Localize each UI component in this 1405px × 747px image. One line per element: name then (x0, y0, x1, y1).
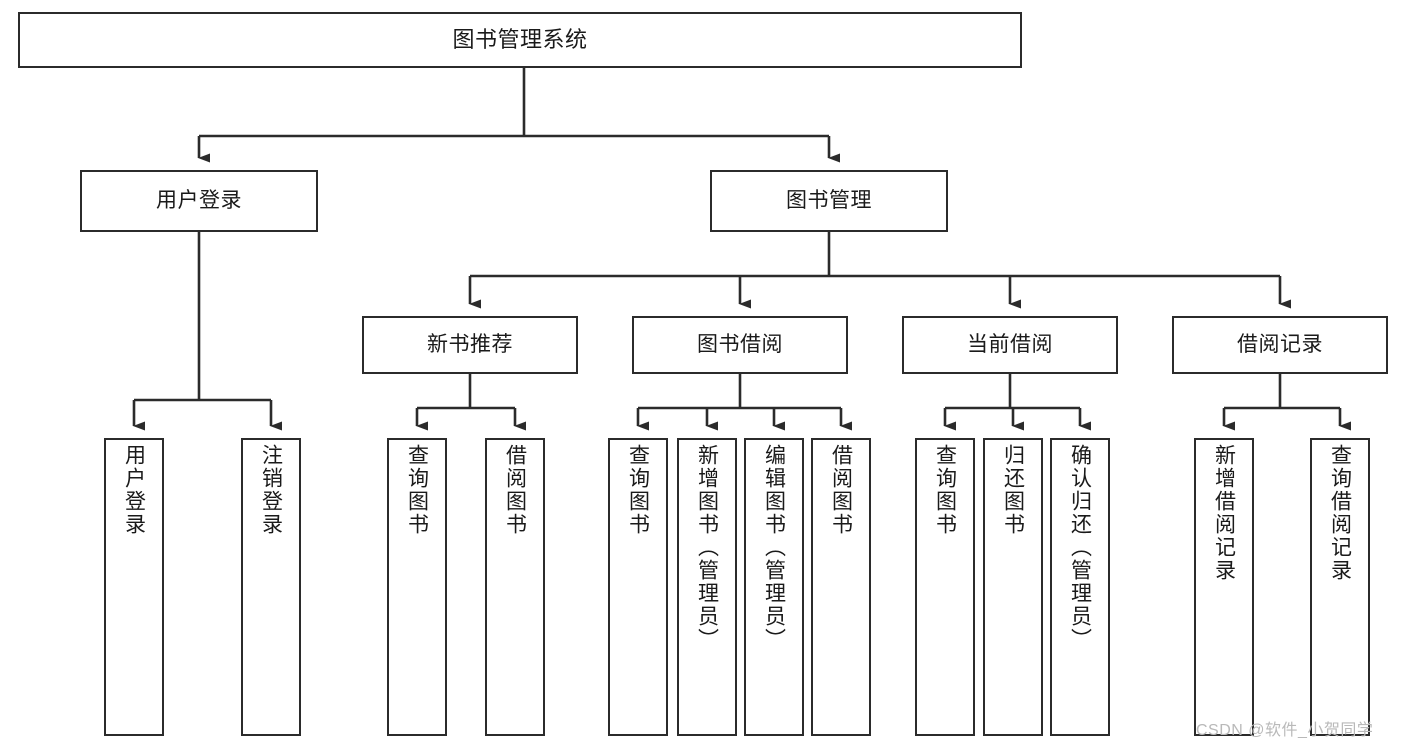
node-leaf-return-book[interactable]: 归还图书 (983, 438, 1043, 736)
node-label: 查询借阅记录 (1328, 444, 1352, 582)
node-label: 借阅图书 (503, 444, 527, 536)
node-label: 用户登录 (122, 444, 146, 536)
node-book-management[interactable]: 图书管理 (710, 170, 948, 232)
node-label: 新增借阅记录 (1212, 444, 1236, 582)
node-label: 归还图书 (1001, 444, 1025, 536)
node-label: 图书管理 (786, 188, 872, 212)
node-label: 确认归还（管理员） (1068, 444, 1092, 651)
node-new-book-recommend[interactable]: 新书推荐 (362, 316, 578, 374)
csdn-watermark: CSDN @软件_小贺同学 (1196, 722, 1374, 739)
node-label: 图书借阅 (697, 332, 783, 356)
node-label: 借阅记录 (1237, 332, 1323, 356)
node-label: 借阅图书 (829, 444, 853, 536)
node-leaf-borrow-book-1[interactable]: 借阅图书 (485, 438, 545, 736)
node-leaf-query-book-1[interactable]: 查询图书 (387, 438, 447, 736)
node-leaf-add-book[interactable]: 新增图书（管理员） (677, 438, 737, 736)
node-leaf-query-record[interactable]: 查询借阅记录 (1310, 438, 1370, 736)
node-leaf-add-record[interactable]: 新增借阅记录 (1194, 438, 1254, 736)
node-label: 新增图书（管理员） (695, 444, 719, 651)
node-leaf-edit-book[interactable]: 编辑图书（管理员） (744, 438, 804, 736)
node-label: 新书推荐 (427, 332, 513, 356)
node-leaf-query-book-2[interactable]: 查询图书 (608, 438, 668, 736)
node-leaf-query-book-3[interactable]: 查询图书 (915, 438, 975, 736)
node-leaf-confirm-return[interactable]: 确认归还（管理员） (1050, 438, 1110, 736)
node-current-borrow[interactable]: 当前借阅 (902, 316, 1118, 374)
node-label: 注销登录 (259, 444, 283, 536)
node-user-login[interactable]: 用户登录 (80, 170, 318, 232)
node-label: 查询图书 (626, 444, 650, 536)
node-label: 编辑图书（管理员） (762, 444, 786, 651)
node-leaf-user-logout[interactable]: 注销登录 (241, 438, 301, 736)
node-borrow-record[interactable]: 借阅记录 (1172, 316, 1388, 374)
node-book-borrow[interactable]: 图书借阅 (632, 316, 848, 374)
node-label: 当前借阅 (967, 332, 1053, 356)
node-label: 查询图书 (405, 444, 429, 536)
node-label: 查询图书 (933, 444, 957, 536)
node-root[interactable]: 图书管理系统 (18, 12, 1022, 68)
node-label: 图书管理系统 (452, 27, 588, 53)
node-leaf-borrow-book-2[interactable]: 借阅图书 (811, 438, 871, 736)
node-leaf-user-login[interactable]: 用户登录 (104, 438, 164, 736)
node-label: 用户登录 (156, 188, 242, 212)
